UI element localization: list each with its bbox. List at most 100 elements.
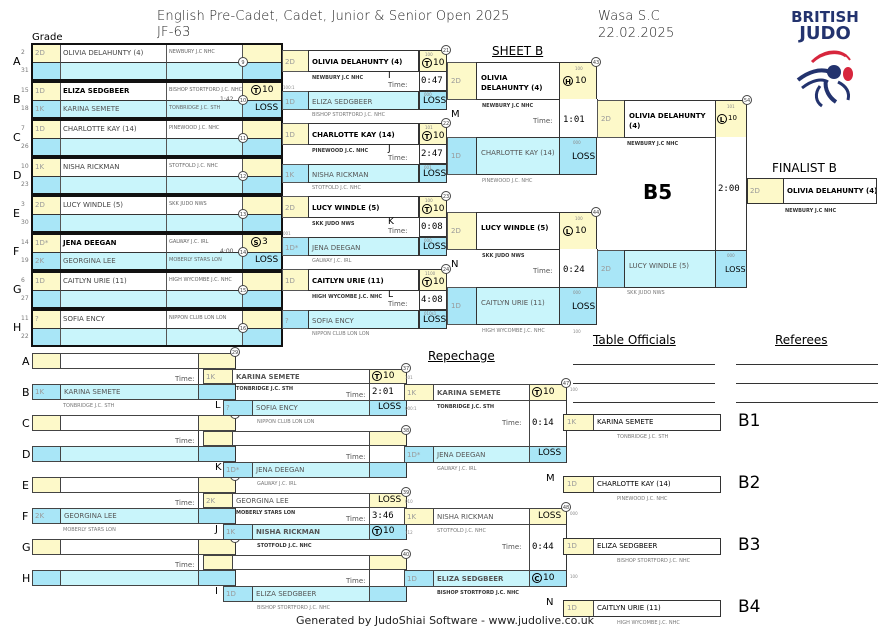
grade-cell[interactable]: 2D xyxy=(597,100,625,138)
grade-cell[interactable]: ? xyxy=(282,310,309,329)
competitor-name[interactable] xyxy=(61,176,167,193)
grade-cell[interactable]: 1D xyxy=(282,123,309,145)
grade-cell[interactable]: 1K xyxy=(564,415,594,430)
referee-signature-line[interactable] xyxy=(736,364,878,365)
competitor-name[interactable]: OLIVIA DELAHUNTY (4) xyxy=(61,45,167,62)
competitor-name[interactable]: CAITLYN URIE (11) xyxy=(61,273,167,290)
grade-cell[interactable]: 1D xyxy=(564,539,594,554)
competitor-name[interactable] xyxy=(61,328,167,345)
competitor-name[interactable] xyxy=(61,62,167,79)
grade-cell[interactable]: 2K xyxy=(32,508,61,524)
grade-cell[interactable]: 1K xyxy=(223,524,253,540)
competitor-name[interactable]: NISHA RICKMAN xyxy=(61,159,167,176)
grade-cell[interactable]: 2D xyxy=(33,197,61,214)
grade-cell[interactable]: 1D xyxy=(282,91,309,110)
referee-signature-line[interactable] xyxy=(736,402,878,403)
loser-name[interactable]: JENA DEEGAN xyxy=(308,237,419,256)
grade-cell[interactable]: 2D xyxy=(447,212,477,250)
official-signature-line[interactable] xyxy=(573,364,715,365)
grade-cell[interactable] xyxy=(32,477,61,493)
grade-cell[interactable]: 1D* xyxy=(223,462,253,478)
grade-cell[interactable]: 1K xyxy=(32,384,61,400)
grade-cell[interactable]: 1D xyxy=(33,273,61,290)
grade-cell[interactable] xyxy=(32,539,61,555)
grade-cell[interactable]: 1D xyxy=(33,121,61,138)
competitor-name[interactable] xyxy=(232,555,370,570)
grade-cell[interactable] xyxy=(33,328,61,345)
competitor-name[interactable] xyxy=(61,214,167,231)
competitor-name[interactable]: LUCY WINDLE (5) xyxy=(61,197,167,214)
competitor-name[interactable]: GEORGINA LEE xyxy=(60,508,199,524)
grade-cell[interactable]: 1K xyxy=(33,159,61,176)
competitor-name[interactable]: CHARLOTTE KAY (14) xyxy=(597,480,671,488)
grade-cell[interactable]: 1D xyxy=(223,586,253,602)
grade-cell[interactable] xyxy=(32,570,61,586)
competitor-name[interactable]: NISHA RICKMAN xyxy=(252,524,370,540)
grade-cell[interactable]: 1K xyxy=(404,508,434,525)
grade-cell[interactable] xyxy=(32,446,61,462)
competitor-name[interactable]: SOFIA ENCY xyxy=(252,400,370,416)
grade-cell[interactable] xyxy=(32,353,61,369)
grade-cell[interactable]: 2D xyxy=(33,45,61,62)
competitor-name[interactable]: ELIZA SEDGBEER xyxy=(61,83,167,100)
loser-name[interactable]: LUCY WINDLE (5) xyxy=(624,250,716,288)
competitor-name[interactable]: KARINA SEMETE xyxy=(61,100,167,117)
grade-cell[interactable]: 1D* xyxy=(282,237,309,256)
competitor-name[interactable]: KARINA SEMETE xyxy=(597,418,654,426)
competitor-name[interactable] xyxy=(60,539,199,555)
grade-cell[interactable]: 1D xyxy=(447,287,477,325)
official-signature-line[interactable] xyxy=(573,383,715,384)
competitor-name[interactable]: CHARLOTTE KAY (14) xyxy=(61,121,167,138)
winner-name[interactable]: LUCY WINDLE (5) xyxy=(476,212,560,250)
competitor-name[interactable] xyxy=(61,290,167,307)
grade-cell[interactable] xyxy=(203,555,233,570)
grade-cell[interactable]: 1K xyxy=(203,369,233,384)
grade-cell[interactable] xyxy=(32,415,61,431)
loser-name[interactable]: NISHA RICKMAN xyxy=(308,164,419,183)
official-signature-line[interactable] xyxy=(573,402,715,403)
referee-signature-line[interactable] xyxy=(736,383,878,384)
competitor-name[interactable] xyxy=(232,431,370,446)
grade-cell[interactable]: 1D xyxy=(564,601,594,616)
grade-cell[interactable]: 1D xyxy=(404,570,434,587)
winner-name[interactable]: OLIVIA DELAHUNTY (4) xyxy=(308,50,419,72)
grade-cell[interactable]: 1D xyxy=(33,83,61,100)
grade-cell[interactable] xyxy=(33,214,61,231)
grade-cell[interactable]: 2D xyxy=(282,50,309,72)
grade-cell[interactable]: 2D xyxy=(282,196,309,218)
loser-name[interactable]: ELIZA SEDGBEER xyxy=(308,91,419,110)
grade-cell[interactable]: 1D xyxy=(447,137,477,175)
grade-cell[interactable]: 1D xyxy=(564,477,594,492)
competitor-name[interactable]: NISHA RICKMAN xyxy=(433,508,530,525)
grade-cell[interactable]: 1K xyxy=(404,384,434,401)
winner-name[interactable]: CHARLOTTE KAY (14) xyxy=(308,123,419,145)
competitor-name[interactable]: KARINA SEMETE xyxy=(433,384,530,401)
winner-name[interactable]: LUCY WINDLE (5) xyxy=(308,196,419,218)
grade-cell[interactable] xyxy=(203,431,233,446)
grade-cell[interactable]: 1D* xyxy=(33,235,61,252)
competitor-name[interactable] xyxy=(60,570,199,586)
competitor-name[interactable]: CAITLYN URIE (11) xyxy=(597,604,661,612)
grade-cell[interactable] xyxy=(33,290,61,307)
competitor-name[interactable] xyxy=(60,446,199,462)
grade-cell[interactable]: 1K xyxy=(282,164,309,183)
competitor-name[interactable]: ELIZA SEDGBEER xyxy=(252,586,370,602)
competitor-name[interactable]: KARINA SEMETE xyxy=(60,384,199,400)
grade-cell[interactable] xyxy=(33,176,61,193)
grade-cell[interactable]: 1D* xyxy=(404,446,434,463)
competitor-name[interactable] xyxy=(61,138,167,155)
winner-name[interactable]: OLIVIA DELAHUNTY (4) xyxy=(624,100,716,138)
grade-cell[interactable]: 2K xyxy=(203,493,233,508)
loser-name[interactable]: CHARLOTTE KAY (14) xyxy=(476,137,560,175)
competitor-name[interactable]: GEORGINA LEE xyxy=(61,252,167,269)
grade-cell[interactable] xyxy=(33,138,61,155)
competitor-name[interactable]: JENA DEEGAN xyxy=(252,462,370,478)
grade-cell[interactable] xyxy=(33,62,61,79)
grade-cell[interactable]: 2D xyxy=(447,62,477,100)
competitor-name[interactable]: JENA DEEGAN xyxy=(433,446,530,463)
competitor-name[interactable]: SOFIA ENCY xyxy=(61,311,167,328)
grade-cell[interactable]: 2K xyxy=(33,252,61,269)
winner-name[interactable]: OLIVIA DELAHUNTY (4) xyxy=(476,62,560,100)
competitor-name[interactable]: ELIZA SEDGBEER xyxy=(597,542,658,550)
competitor-name[interactable]: JENA DEEGAN xyxy=(61,235,167,252)
